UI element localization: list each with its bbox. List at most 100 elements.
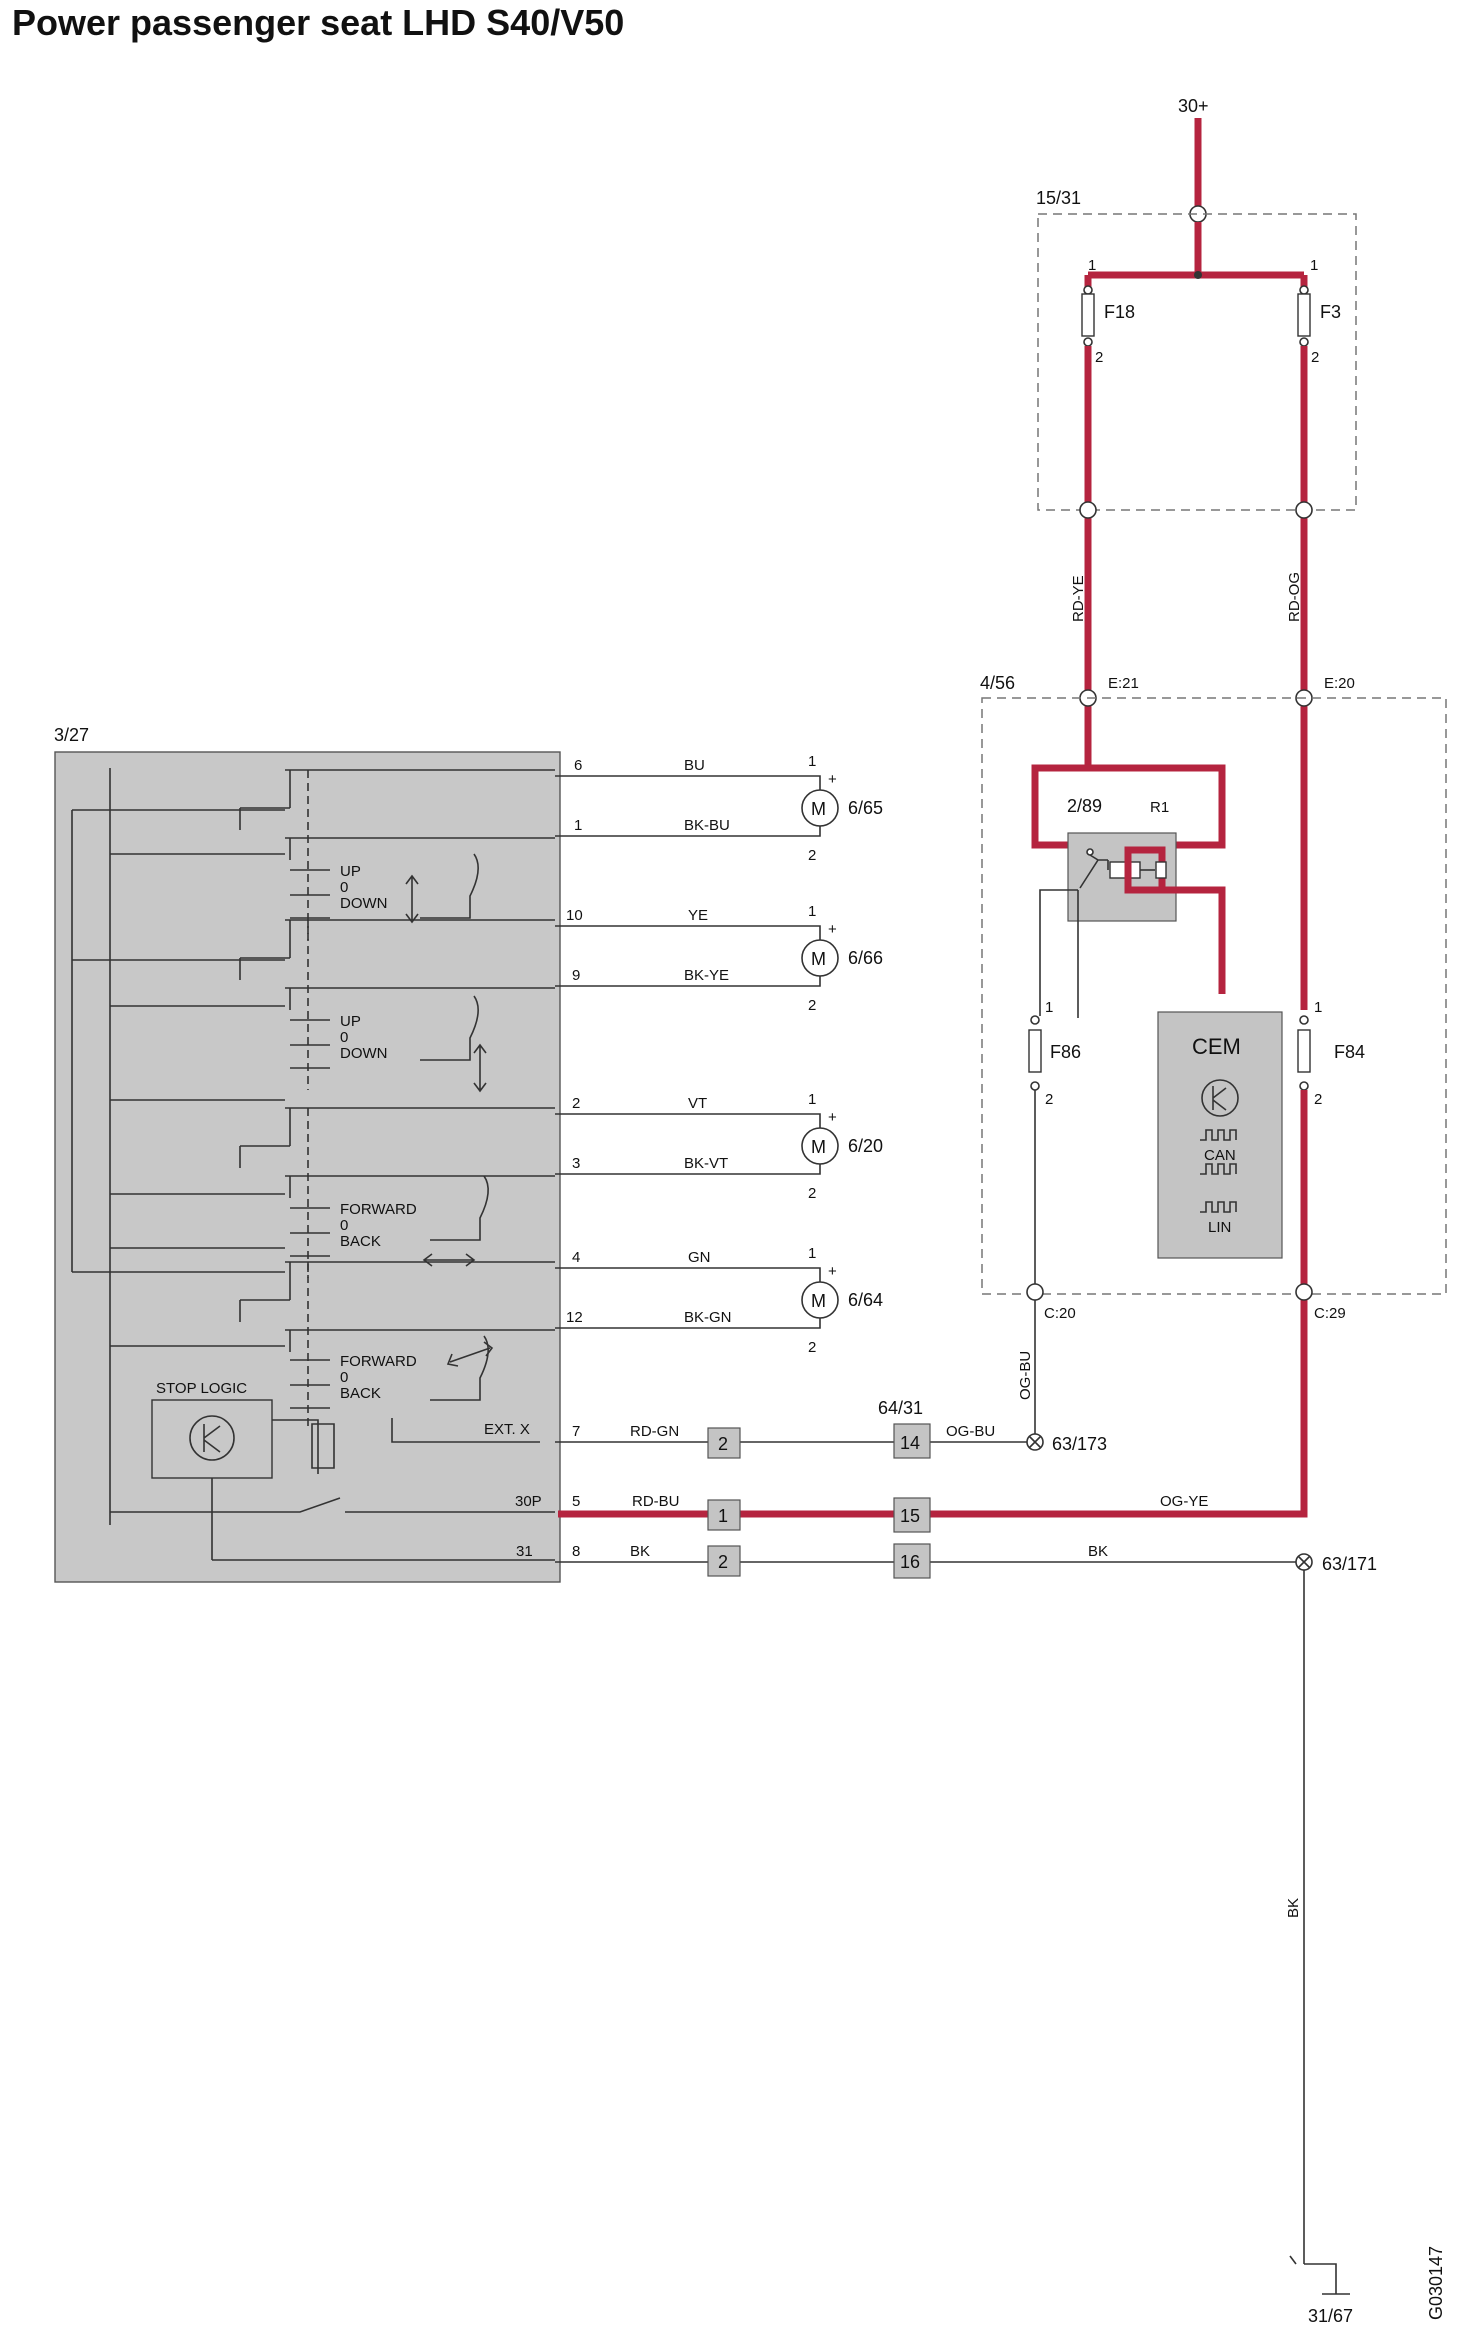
wire-og-bu-label: OG-BU bbox=[1017, 1351, 1034, 1400]
fuse-f86-pin-top: 1 bbox=[1045, 999, 1053, 1016]
svg-text:M: M bbox=[811, 1291, 826, 1311]
splice-63-173-label: 63/173 bbox=[1052, 1434, 1107, 1454]
connector-b-14 bbox=[893, 1423, 931, 1459]
seat-icon-2 bbox=[420, 995, 479, 1061]
svg-text:OG-BU: OG-BU bbox=[946, 1423, 995, 1440]
page-title: Power passenger seat LHD S40/V50 bbox=[12, 2, 625, 43]
motor-6-20: M + 2 VT 3 BK-VT 1 2 6/20 bbox=[555, 1091, 883, 1202]
motor-6-65-bot-color: BK-BU bbox=[684, 817, 730, 834]
fuse-f3-pin-bottom: 2 bbox=[1311, 349, 1319, 366]
stop-logic-relay-coil bbox=[272, 1419, 335, 1474]
motor-6-64: M + 4 GN 12 BK-GN 1 2 6/64 bbox=[555, 1245, 883, 1356]
motor-6-66-bot-pin: 9 bbox=[572, 967, 580, 984]
switch-4-back: BACK bbox=[340, 1385, 381, 1402]
motor-6-64-bot-color: BK-GN bbox=[684, 1309, 732, 1326]
connector-a-2b bbox=[707, 1545, 741, 1577]
seat-switch-3: FORWARD 0 BACK bbox=[239, 1107, 555, 1278]
relay-contact-label: R1 bbox=[1150, 799, 1169, 816]
switch-2-zero: 0 bbox=[340, 1029, 348, 1046]
up-down-arrow-icon bbox=[405, 874, 419, 924]
fuse-f18-pin-top: 1 bbox=[1088, 257, 1096, 274]
fuse-f84-pin-top: 1 bbox=[1314, 999, 1322, 1016]
svg-text:OG-YE: OG-YE bbox=[1160, 1493, 1208, 1510]
wire-rd-gn: 7 RD-GN 2 14 OG-BU 63/173 bbox=[555, 1423, 1107, 1459]
motor-6-64-bot-pin: 12 bbox=[566, 1309, 583, 1326]
motor-6-66: M + 10 YE 9 BK-YE 1 2 6/66 bbox=[555, 903, 883, 1014]
motor-6-66-top-pin: 10 bbox=[566, 907, 583, 924]
motor-6-66-ref: 6/66 bbox=[848, 948, 883, 968]
fuse-f18-label: F18 bbox=[1104, 302, 1135, 322]
svg-text:14: 14 bbox=[900, 1433, 920, 1453]
seat-supply-rail bbox=[109, 768, 285, 1525]
switch-1-down: DOWN bbox=[340, 895, 388, 912]
motor-6-65: M + 6 BU 1 BK-BU 1 2 6/65 bbox=[555, 753, 883, 864]
fusebox-outline bbox=[1037, 213, 1357, 511]
svg-text:1: 1 bbox=[718, 1506, 728, 1526]
stop-logic-box bbox=[151, 1399, 273, 1479]
term-e21: E:21 bbox=[1108, 675, 1139, 692]
relay-ref: 2/89 bbox=[1067, 796, 1102, 816]
svg-text:2: 2 bbox=[718, 1434, 728, 1454]
supply-label: 30+ bbox=[1178, 96, 1209, 116]
can-label: CAN bbox=[1204, 1147, 1236, 1164]
recline-arrow-icon bbox=[446, 1341, 494, 1367]
cem-label: CEM bbox=[1192, 1034, 1241, 1059]
svg-text:2: 2 bbox=[718, 1552, 728, 1572]
stop-logic-label: STOP LOGIC bbox=[156, 1380, 247, 1397]
switch-1-up: UP bbox=[340, 863, 361, 880]
pin-30p-label: 30P bbox=[515, 1493, 542, 1510]
splice-63-171-label: 63/171 bbox=[1322, 1554, 1377, 1574]
fuse-f3-label: F3 bbox=[1320, 302, 1341, 322]
motor-6-20-ref: 6/20 bbox=[848, 1136, 883, 1156]
relay-loop bbox=[1031, 764, 1226, 849]
motor-6-64-top-pin: 4 bbox=[572, 1249, 580, 1266]
switch-1-zero: 0 bbox=[340, 879, 348, 896]
connector-a-1 bbox=[707, 1499, 741, 1531]
switch-2-up: UP bbox=[340, 1013, 361, 1030]
ext-x-label: EXT. X bbox=[484, 1421, 530, 1438]
cem-box bbox=[1157, 1011, 1283, 1259]
fuse-f86-label: F86 bbox=[1050, 1042, 1081, 1062]
svg-text:2: 2 bbox=[808, 1339, 816, 1356]
wire-rd-og-label: RD-OG bbox=[1286, 572, 1303, 622]
motor-6-65-top-pin: 6 bbox=[574, 757, 582, 774]
connector-b-16 bbox=[893, 1543, 931, 1579]
term-e20: E:20 bbox=[1324, 675, 1355, 692]
image-code: G030147 bbox=[1426, 2246, 1446, 2320]
switch-2-down: DOWN bbox=[340, 1045, 388, 1062]
svg-text:RD-BU: RD-BU bbox=[632, 1493, 680, 1510]
seat-module-ref: 3/27 bbox=[54, 725, 89, 745]
svg-text:2: 2 bbox=[808, 997, 816, 1014]
switch-3-back: BACK bbox=[340, 1233, 381, 1250]
wire-bk: 8 BK 2 16 BK 63/171 bbox=[555, 1543, 1377, 1579]
motor-6-66-top-color: YE bbox=[688, 907, 708, 924]
wire-bk-label: BK bbox=[1285, 1898, 1302, 1918]
switch-3-zero: 0 bbox=[340, 1217, 348, 1234]
seat-switch-4: FORWARD 0 BACK bbox=[239, 1261, 555, 1430]
svg-text:2: 2 bbox=[808, 1185, 816, 1202]
svg-text:+: + bbox=[828, 771, 837, 788]
fuse-f3-pin-top: 1 bbox=[1310, 257, 1318, 274]
svg-text:BK: BK bbox=[630, 1543, 650, 1560]
motor-6-65-bot-pin: 1 bbox=[574, 817, 582, 834]
stop-logic-switch bbox=[110, 1497, 555, 1513]
svg-text:1: 1 bbox=[808, 903, 816, 920]
fuse-f3-symbol bbox=[1297, 293, 1311, 337]
fuse-f18-pin-bottom: 2 bbox=[1095, 349, 1103, 366]
motor-6-20-top-pin: 2 bbox=[572, 1095, 580, 1112]
motor-6-20-bot-color: BK-VT bbox=[684, 1155, 728, 1172]
svg-text:+: + bbox=[828, 921, 837, 938]
ground-symbol-icon bbox=[1289, 2255, 1350, 2295]
ground-label: 31/67 bbox=[1308, 2306, 1353, 2326]
motor-6-64-top-color: GN bbox=[688, 1249, 711, 1266]
term-c20: C:20 bbox=[1044, 1305, 1076, 1322]
svg-text:1: 1 bbox=[808, 1091, 816, 1108]
motor-6-64-ref: 6/64 bbox=[848, 1290, 883, 1310]
fuse-f84-pin-bottom: 2 bbox=[1314, 1091, 1322, 1108]
seat-switch-2: UP 0 DOWN bbox=[239, 919, 555, 1093]
seat-icon-1 bbox=[420, 853, 479, 919]
lin-signal-icon bbox=[1200, 1201, 1237, 1213]
svg-text:M: M bbox=[811, 949, 826, 969]
fuse-f86-pin-bottom: 2 bbox=[1045, 1091, 1053, 1108]
seat-icon-3 bbox=[430, 1175, 489, 1241]
